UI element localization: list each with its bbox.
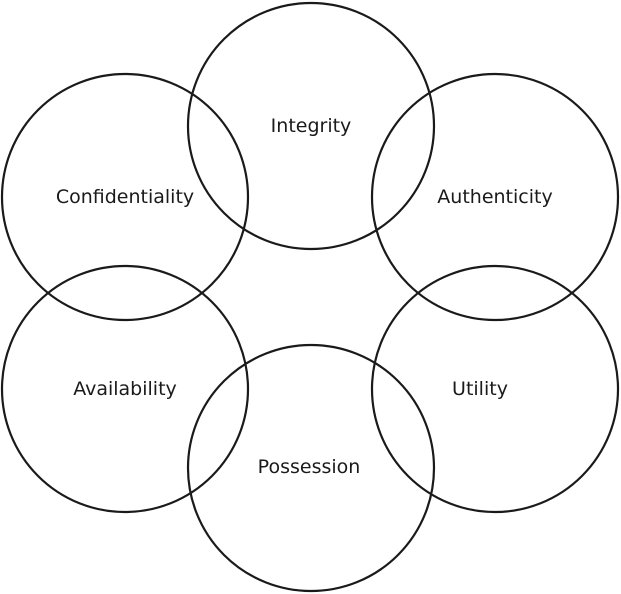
availability-label: Availability <box>73 378 177 400</box>
integrity-circle <box>186 1 436 251</box>
integrity-label: Integrity <box>271 115 352 137</box>
node-confidentiality: Confidentiality <box>0 72 250 322</box>
authenticity-circle <box>370 72 620 322</box>
authenticity-label: Authenticity <box>437 186 552 208</box>
possession-label: Possession <box>258 456 361 478</box>
confidentiality-label: Confidentiality <box>56 186 194 208</box>
node-utility: Utility <box>370 264 620 514</box>
node-availability: Availability <box>0 264 250 514</box>
possession-circle <box>186 343 436 593</box>
node-integrity: Integrity <box>186 1 436 251</box>
confidentiality-circle <box>0 72 250 322</box>
utility-label: Utility <box>452 378 508 400</box>
node-authenticity: Authenticity <box>370 72 620 322</box>
utility-circle <box>370 264 620 514</box>
node-possession: Possession <box>186 343 436 593</box>
availability-circle <box>0 264 250 514</box>
